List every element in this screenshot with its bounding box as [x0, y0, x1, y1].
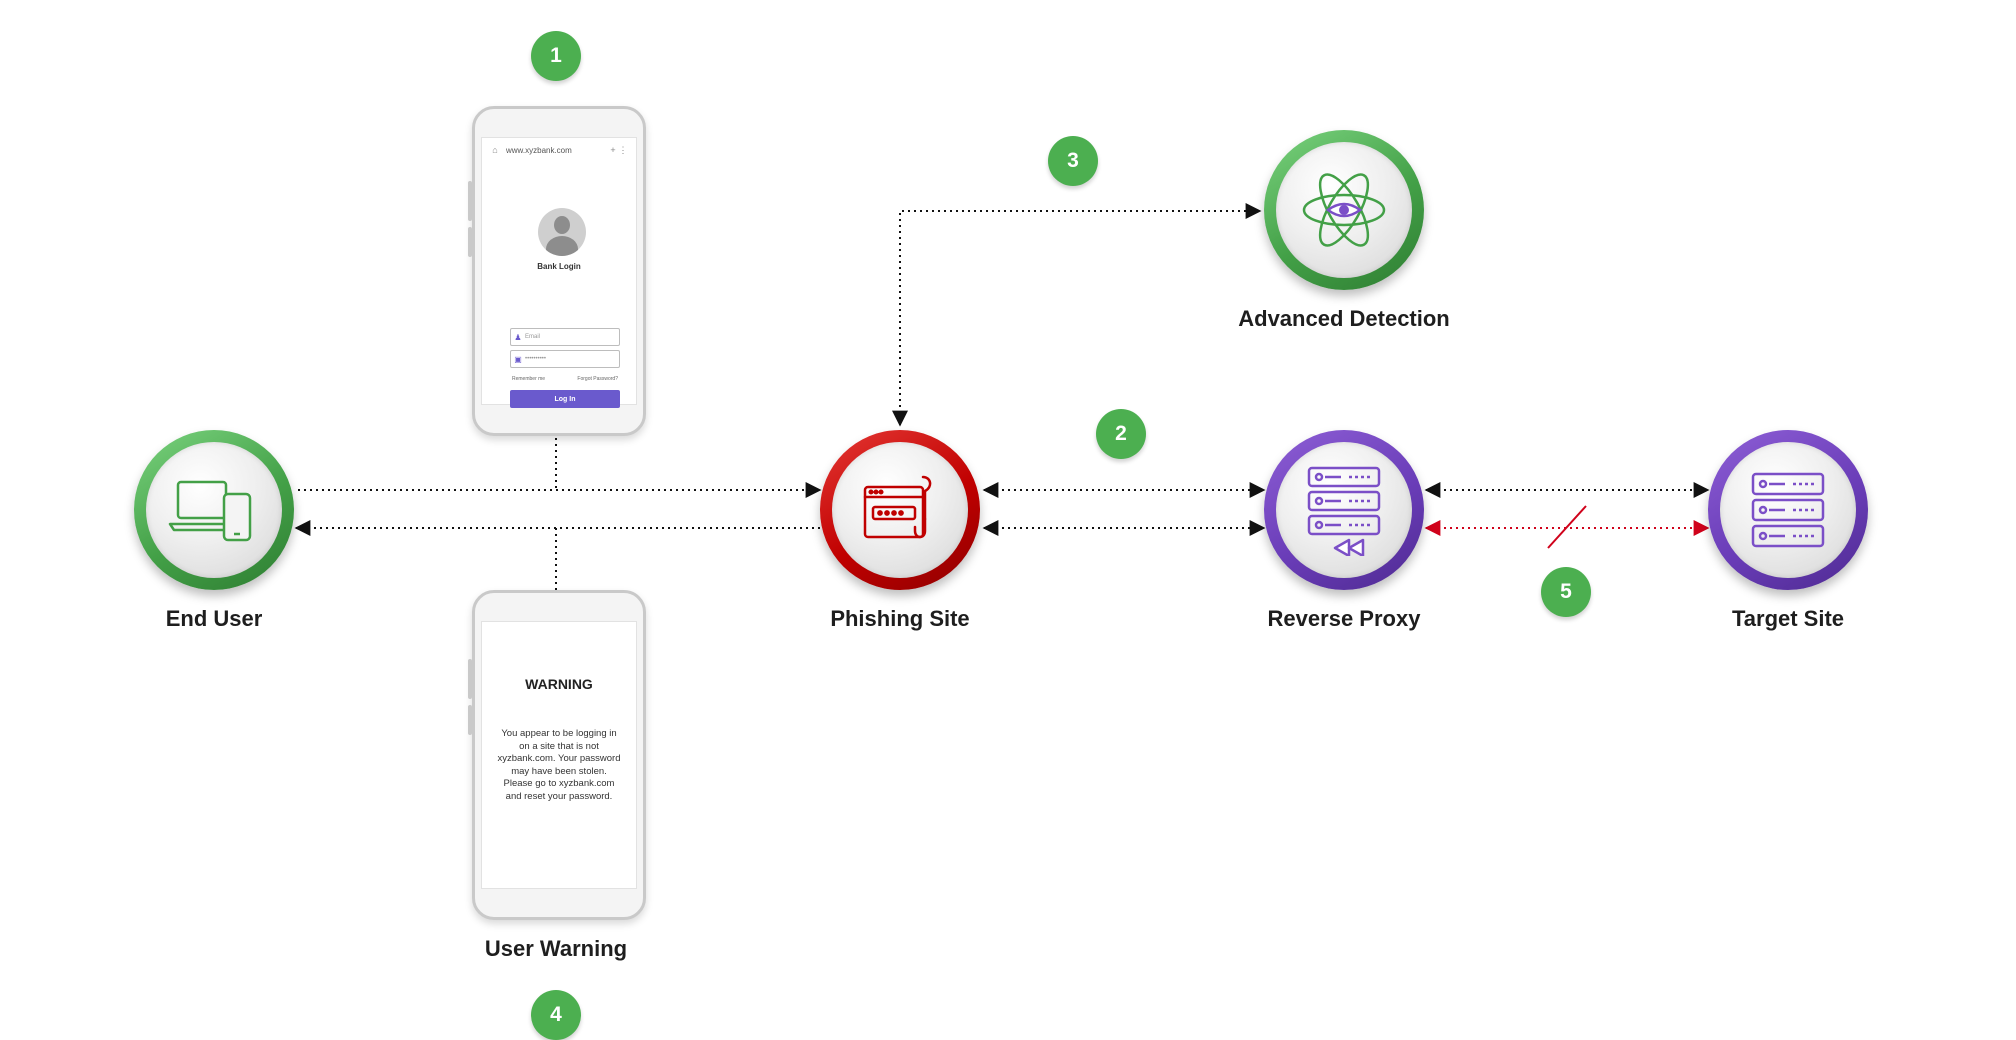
email-field: ♟ Email: [510, 328, 620, 346]
target-site-node: [1708, 430, 1868, 590]
atom-eye-icon: [1302, 173, 1386, 247]
warning-message: You appear to be logging in on a site th…: [497, 728, 621, 802]
server-icon: [1751, 472, 1825, 548]
target-site-label: Target Site: [1731, 606, 1845, 631]
menu-dots-icon: ⋮: [618, 144, 628, 155]
password-field: ▣ ••••••••••: [510, 350, 620, 368]
warning-title: WARNING: [525, 676, 593, 692]
avatar: [538, 208, 586, 256]
plus-icon: +: [610, 145, 616, 155]
bank-login-title: Bank Login: [537, 262, 581, 271]
step-badge-1: 1: [531, 31, 581, 81]
advanced-detection-label: Advanced Detection: [1238, 306, 1450, 331]
home-icon: ⌂: [492, 145, 498, 155]
phishing-site-node: [820, 430, 980, 590]
phishing-hook-icon: [863, 475, 932, 539]
phishing-site-label: Phishing Site: [830, 606, 970, 631]
end-user-node: [134, 430, 294, 590]
login-button: Log In: [510, 390, 620, 408]
remember-row: Remember me Forgot Password?: [512, 376, 618, 382]
laptop-phone-icon: [168, 480, 252, 542]
step-badge-3: 3: [1048, 136, 1098, 186]
reverse-proxy-label: Reverse Proxy: [1267, 606, 1421, 631]
user-icon: ♟: [514, 332, 522, 342]
login-phone-mockup: ⌂ www.xyzbank.com + ⋮ Bank Login ♟ Email…: [468, 106, 646, 436]
reverse-proxy-node: [1264, 430, 1424, 590]
blocked-slash: [1547, 505, 1587, 549]
server-rewind-icon: [1307, 466, 1381, 556]
remember-me-label: Remember me: [512, 376, 546, 382]
advanced-detection-node: [1264, 130, 1424, 290]
lock-icon: ▣: [514, 354, 522, 364]
step-badge-5: 5: [1541, 567, 1591, 617]
user-warning-label: User Warning: [484, 936, 628, 961]
step-badge-2: 2: [1096, 409, 1146, 459]
end-user-label: End User: [165, 606, 263, 631]
url-text: www.xyzbank.com: [506, 145, 572, 155]
step-badge-4: 4: [531, 990, 581, 1040]
forgot-password-link: Forgot Password?: [577, 376, 618, 382]
warning-phone-mockup: WARNING You appear to be logging in on a…: [468, 590, 646, 920]
